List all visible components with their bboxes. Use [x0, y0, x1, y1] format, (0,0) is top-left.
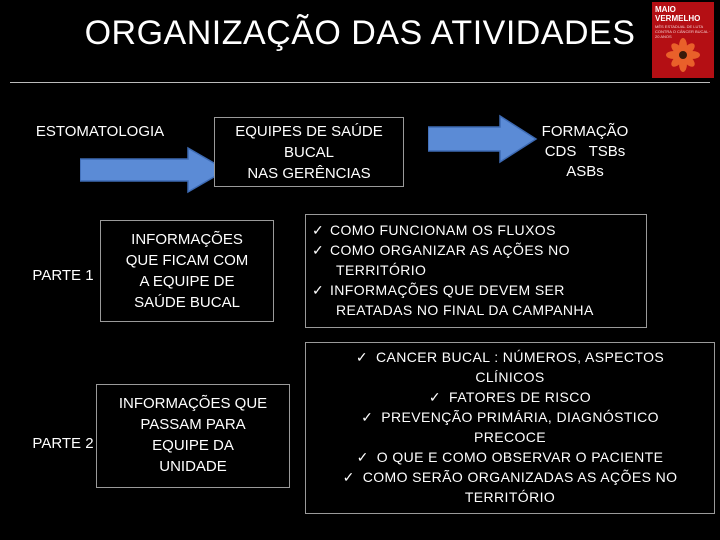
parte-1-item: ✓COMO FUNCIONAM OS FLUXOS [312, 220, 646, 240]
parte-2-item-text: TERRITÓRIO [465, 489, 555, 505]
flow-step-equipes-line: EQUIPES DE SAÚDE [215, 121, 403, 142]
parte-1-box: INFORMAÇÕES QUE FICAM COM A EQUIPE DE SA… [100, 220, 274, 322]
flow-step-equipes-line: NAS GERÊNCIAS [215, 163, 403, 184]
flow-step-equipes-line: BUCAL [215, 142, 403, 163]
check-icon: ✓ [312, 240, 330, 260]
slide-title: ORGANIZAÇÃO DAS ATIVIDADES [0, 14, 720, 53]
check-icon: ✓ [343, 469, 355, 485]
parte-2-box-line: UNIDADE [97, 456, 289, 477]
parte-1-item: ✓INFORMAÇÕES QUE DEVEM SER [312, 280, 646, 300]
parte-1-item: ✓COMO ORGANIZAR AS AÇÕES NO [312, 240, 646, 260]
check-icon: ✓ [357, 449, 369, 465]
parte-2-item-text: PREVENÇÃO PRIMÁRIA, DIAGNÓSTICO [381, 409, 659, 425]
flow-step-estomatologia: ESTOMATOLOGIA [20, 122, 180, 142]
parte-2-box-line: INFORMAÇÕES QUE [97, 393, 289, 414]
flow-step-formacao-line: FORMAÇÃO [515, 122, 655, 142]
parte-2-item: ✓ PREVENÇÃO PRIMÁRIA, DIAGNÓSTICO [306, 407, 714, 427]
parte-2-list-box: ✓ CANCER BUCAL : NÚMEROS, ASPECTOS CLÍNICO… [305, 342, 715, 514]
title-divider [10, 82, 710, 83]
parte-2-item-text: O QUE E COMO OBSERVAR O PACIENTE [377, 449, 664, 465]
parte-1-box-line: QUE FICAM COM [101, 250, 273, 271]
parte-1-label: PARTE 1 [18, 266, 108, 286]
check-icon: ✓ [361, 409, 373, 425]
parte-1-item-cont: TERRITÓRIO [312, 260, 646, 280]
parte-2-item: ✓ O QUE E COMO OBSERVAR O PACIENTE [306, 447, 714, 467]
flower-icon [666, 38, 700, 72]
parte-2-item-text: FATORES DE RISCO [449, 389, 591, 405]
parte-2-item: ✓ FATORES DE RISCO [306, 387, 714, 407]
parte-2-item-text: PRECOCE [474, 429, 546, 445]
parte-1-box-line: SAÚDE BUCAL [101, 292, 273, 313]
parte-1-item-cont: REATADAS NO FINAL DA CAMPANHA [312, 300, 646, 320]
parte-2-item: CLÍNICOS [306, 367, 714, 387]
parte-2-item-text: COMO SERÃO ORGANIZADAS AS AÇÕES NO [363, 469, 678, 485]
check-icon: ✓ [312, 280, 330, 300]
parte-1-box-line: INFORMAÇÕES [101, 229, 273, 250]
parte-2-label: PARTE 2 [18, 434, 108, 454]
check-icon: ✓ [312, 220, 330, 240]
flow-step-formacao: FORMAÇÃO CDS TSBs ASBs [515, 122, 655, 182]
flow-step-formacao-line: ASBs [515, 162, 655, 182]
check-icon: ✓ [356, 349, 368, 365]
flow-step-equipes-box: EQUIPES DE SAÚDE BUCAL NAS GERÊNCIAS [214, 117, 404, 187]
parte-2-item: ✓ COMO SERÃO ORGANIZADAS AS AÇÕES NO [306, 467, 714, 487]
parte-1-box-line: A EQUIPE DE [101, 271, 273, 292]
check-icon: ✓ [429, 389, 441, 405]
badge-title: MAIO VERMELHO [652, 2, 714, 23]
parte-2-item-text: CLÍNICOS [475, 369, 544, 385]
flow-step-formacao-line: CDS TSBs [515, 142, 655, 162]
parte-2-item: ✓ CANCER BUCAL : NÚMEROS, ASPECTOS [306, 347, 714, 367]
right-arrow-icon [80, 146, 230, 194]
parte-2-box-line: EQUIPE DA [97, 435, 289, 456]
parte-2-item: PRECOCE [306, 427, 714, 447]
parte-2-box-line: PASSAM PARA [97, 414, 289, 435]
parte-2-box: INFORMAÇÕES QUE PASSAM PARA EQUIPE DA UN… [96, 384, 290, 488]
parte-1-list-box: ✓COMO FUNCIONAM OS FLUXOS ✓COMO ORGANIZA… [305, 214, 647, 328]
parte-2-item: TERRITÓRIO [306, 487, 714, 507]
parte-2-item-text: CANCER BUCAL : NÚMEROS, ASPECTOS [376, 349, 664, 365]
maio-vermelho-logo: MAIO VERMELHO MÊS ESTADUAL DE LUTA CONTR… [652, 2, 714, 78]
